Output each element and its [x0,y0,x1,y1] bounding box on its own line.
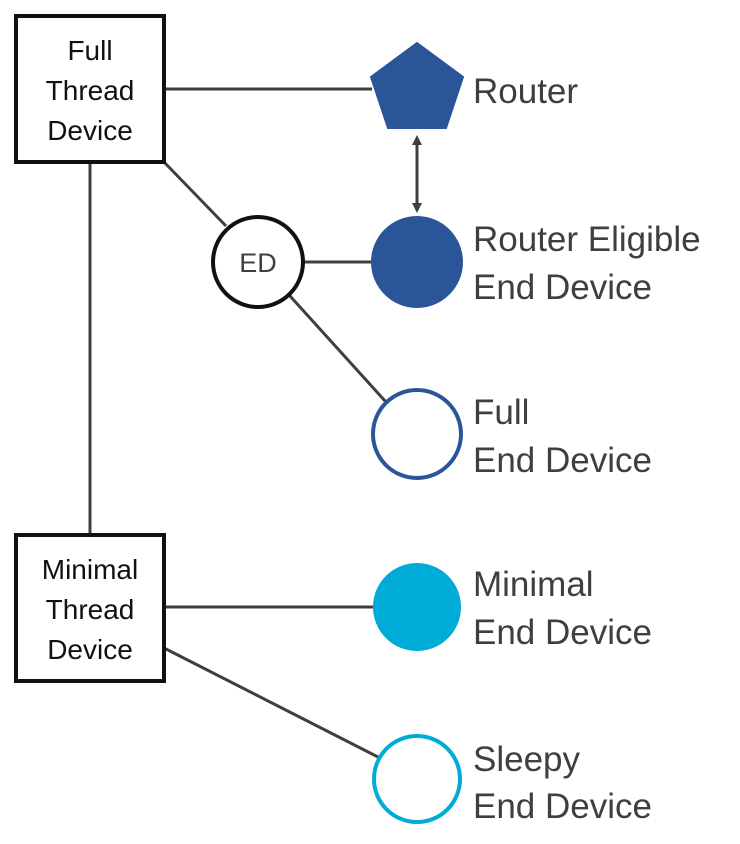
connector-ftd-ed [162,160,228,228]
sleepy-end-device-label-line-1: Sleepy [473,740,581,779]
router-eligible-end-device-label-line-2: End Device [473,268,652,307]
full-thread-device-label-line-2: Thread [46,75,135,106]
sleepy-end-device-label-line-2: End Device [473,787,652,826]
sleepy-end-device-icon [372,734,462,824]
minimal-thread-device-box: Minimal Thread Device [14,533,166,683]
full-end-device-icon [371,388,463,480]
full-end-device-label-line-1: Full [473,393,529,432]
minimal-end-device-label-line-2: End Device [473,613,652,652]
router-eligible-end-device-icon [371,216,463,308]
router-pentagon-icon [369,41,465,129]
connector-ed-fed [288,294,388,404]
ed-node: ED [211,215,305,309]
ed-node-label: ED [239,248,277,278]
full-thread-device-label-line-1: Full [67,35,112,66]
minimal-thread-device-label-line-3: Device [47,634,133,665]
minimal-end-device-icon [373,563,461,651]
router-label: Router [473,72,578,111]
minimal-thread-device-label-line-2: Thread [46,594,135,625]
full-thread-device-label-line-3: Device [47,115,133,146]
full-end-device-label-line-2: End Device [473,441,652,480]
full-thread-device-box: Full Thread Device [14,14,166,164]
router-eligible-end-device-label-line-1: Router Eligible [473,220,701,259]
connector-mtd-sed [163,646,379,759]
minimal-end-device-label-line-1: Minimal [473,565,594,604]
minimal-thread-device-label-line-1: Minimal [42,554,138,585]
